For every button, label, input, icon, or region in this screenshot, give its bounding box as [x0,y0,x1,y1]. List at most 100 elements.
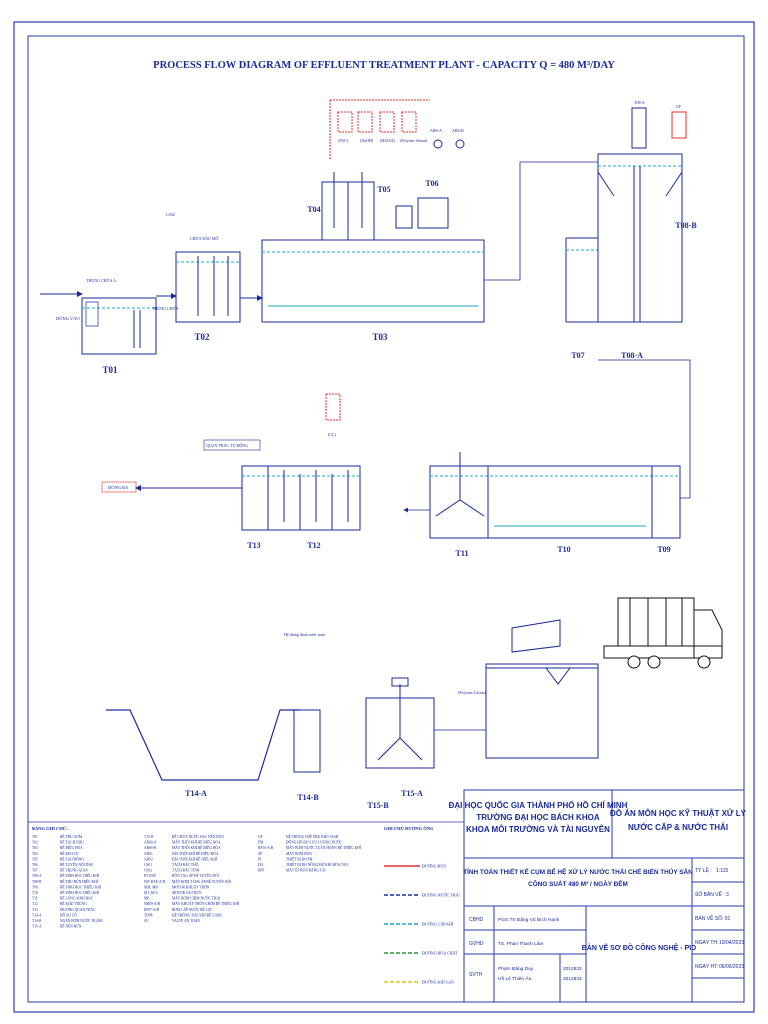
school-line-1: ĐẠI HỌC QUỐC GIA THÀNH PHỐ HỒ CHÍ MINH [449,800,628,810]
legend-desc: BỂ CHỨA NƯỚC SAU NÉN BÙN [172,834,224,839]
course-line-1: ĐỒ ÁN MÔN HỌC KỸ THUẬT XỬ LÝ [610,808,747,818]
tank-t06: T06 [395,179,449,229]
legend-code: CS02 [144,869,152,873]
tank-label-t08a: T08-A [621,351,643,360]
legend-desc: BỂ TUYỂN NỔI DAF [60,862,93,867]
legend-desc: BỂ TẠO BÔNG [60,856,84,861]
label-cs02: CS02 [166,212,175,217]
tank-label-t10: T10 [557,545,570,554]
tank-t03: T03 [261,239,485,342]
label-h2so4: (H2SO4) [380,138,395,143]
outer-frame [13,21,755,1013]
legend-desc: BỂ KEO TỤ [60,851,79,856]
legend-desc: BỂ SINH HỌC HIẾU KHÍ [60,873,100,878]
legend-desc: THIẾT BỊ ĐO PH [286,856,313,861]
label-naoh: (NaOH) [360,138,374,143]
legend-code: T15-A [32,925,42,929]
tank-label-t06: T06 [425,179,438,188]
legend-desc: MÁY THỔI KHÍ BỂ ĐIỀU HÒA [172,840,221,845]
label-quan-trac: QUAN TRẮC TỰ ĐỘNG [206,442,248,448]
label-cl: (Cl₂) [328,432,337,437]
legend-code: T08-B [32,880,42,884]
legend-desc: MƯƠNG QUAN TRẮC [60,906,96,912]
legend-desc: TÁCH RÁC TINH [172,868,200,873]
legend-code: T13 [32,908,38,912]
legend-code: RP10-A/B [258,846,274,850]
legend-code: T01 [32,835,38,839]
legend-code: FM [258,841,264,845]
legend-code: T09 [32,885,38,889]
legend-desc: THIẾT BỊ ĐO NỒNG ĐỘ KHÍ HÒA TAN [286,862,348,867]
legend-line-label: ĐƯỜNG BÙN [422,864,446,869]
tank-label-t01: T01 [102,365,118,375]
tank-t08: T08-B T08-A [597,153,697,360]
label-polymer-anion: (Polymer Anion) [400,138,428,143]
label-gf: GF [676,104,682,109]
inner-frame [27,35,745,1003]
course-line-2: NƯỚC CẤP & NƯỚC THẢI [628,822,728,832]
legend-code: T10 [32,891,38,895]
legend-code: SV [144,919,149,923]
legend-desc: BỂ THU BÙN HIẾU KHÍ [60,879,99,884]
legend-desc: MÁY THỔI KHÍ BỂ ĐIỀU HÒA [172,845,221,850]
label-abs-a: ABS-A [430,128,442,133]
tank-label-t14b: T14-B [297,793,319,802]
tank-label-t03: T03 [372,332,388,342]
tank-label-t13: T13 [247,541,260,550]
legend-code: T04 [32,852,38,856]
legend-code: T02 [32,841,38,845]
chemical-dosing: (PAC) (NaOH) (H2SO4) (Polymer Anion) [329,99,430,160]
legend-code: ABS1 [144,852,153,856]
legend-desc: HỆ THỐNG THU KHÍ BỂ UASB [172,912,222,917]
finish-date-label: NGÀY HT: [695,963,718,970]
tank-t07: T07 [565,237,599,360]
legend-code: MP [144,897,149,901]
legend-code: SP [258,852,262,856]
tank-label-t15a: T15-A [401,789,423,798]
legend-code: T05 [32,857,38,861]
legend-desc: BỂ KHỬ TRÙNG [60,901,87,906]
label-abs-b: ABS-B [452,128,464,133]
legend-desc: BỂ SINH HỌC HIẾU KHÍ [60,890,100,895]
legend-code: T06 [32,863,38,867]
tank-t01: T01 [81,297,157,375]
mssv-2: 2012833 [563,976,582,982]
legend-code: EP07-A/B [144,908,160,912]
label-dong-vao: DÒNG VÀO [56,316,81,321]
cbhd-label: CBHD [469,917,484,923]
svth-name-1: Phạm Đăng Duy [498,966,534,972]
belt-filter-press [485,619,599,759]
legend-code: T11 [32,897,38,901]
drawing-number: BẢN VẼ SỐ: 01 [695,915,731,922]
truck-icon [603,597,723,669]
legend-line-label: ĐƯỜNG NƯỚC THẢI [422,893,460,898]
svth-name-2: Hồ Lê Thiên Ân [498,975,532,982]
label-he-thong: Hệ thống thoát nước mưa [284,632,325,637]
legend-desc: MOTOR KHUẤY TRỘN [172,884,210,889]
legend-code: MM, MB [144,885,158,890]
legend-code: T08-A [32,874,42,878]
tank-label-t09: T09 [657,545,670,554]
badge-quan-trac [203,439,261,451]
legend-desc: MÁY BƠM TĂNG ÁP BỂ TUYỂN NỔI [172,879,232,884]
mssv-1: 2012833 [563,966,582,972]
tank-t04-t05: T04 T05 [307,172,391,241]
legend-code: CS01 [144,863,152,867]
school-line-3: KHOA MÔI TRƯỜNG VÀ TÀI NGUYÊN [466,825,610,834]
label-thung-chua: THÙNG CHỨA [152,306,179,311]
legend-code: GF [258,835,263,839]
legend-code: PI [258,857,262,861]
legend-desc: BỂ LẮNG SINH HỌC [60,895,94,901]
legend-desc: MÁY KHUẤY TRỘN CHÌM BỂ THIẾU KHÍ [172,901,240,906]
legend-desc: ĐỒNG HỒ ĐO LƯU LƯỢNG NƯỚC [286,840,343,845]
label-polymer-cation: (Polymer Cation) [458,690,487,695]
legend-desc: ĐĨA THỔI KHÍ BỂ ĐIỀU HÒA [172,851,219,856]
gvhd-name: TS. Phan Thanh Lâm [498,941,544,947]
scale-value: 1:115 [716,868,728,874]
gvhd-label: GVHD [469,941,484,947]
scale-label: TỶ LỆ : [695,866,712,874]
label-t08a-gas: T08-A [634,100,645,105]
legend-code: TD08 [144,913,153,917]
